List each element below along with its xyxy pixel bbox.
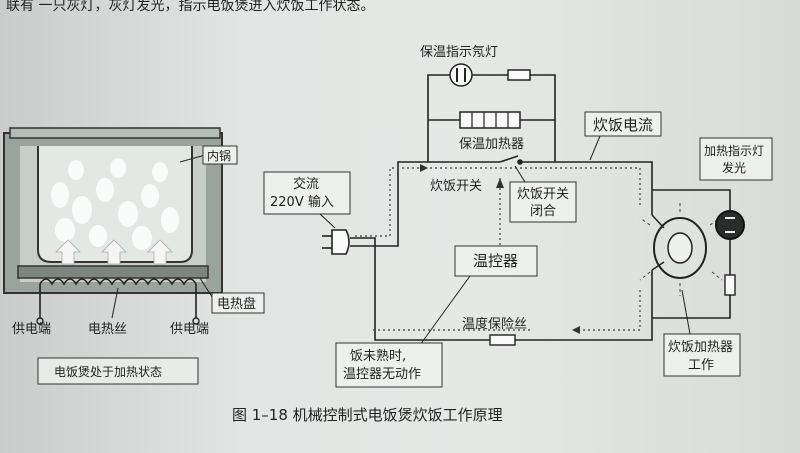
switch-closed-line2: 闭合 [530, 204, 556, 219]
cook-switch [499, 155, 523, 165]
cook-current-label: 炊饭电流 [593, 116, 653, 134]
current-flow-path [355, 167, 641, 331]
cooker-lid [9, 127, 221, 139]
indicator-lamp-icon [715, 210, 745, 240]
cook-switch-label: 炊饭开关 [430, 179, 482, 194]
cook-heater-line2: 工作 [688, 358, 714, 373]
heat-up-arrows [55, 239, 173, 265]
state-box-label: 电饭煲处于加热状态 [54, 364, 162, 379]
neon-resistor [507, 69, 531, 81]
neon-lamp-icon [449, 63, 473, 87]
flow-arrowheads [420, 164, 580, 334]
note-line2: 温控器无动作 [343, 367, 421, 382]
warm-heater-label: 保温加热器 [459, 137, 524, 152]
header-text: 联有 一只灰灯，灰灯发光，指示电饭煲进入炊饭工作状态。 [6, 0, 374, 14]
heating-wire-label: 电热丝 [88, 322, 127, 337]
ac-input-line1: 交流 [293, 176, 319, 192]
heating-plate [17, 265, 209, 279]
heat-lamp-line2: 发光 [722, 160, 746, 175]
warm-lamp-label: 保温指示氖灯 [420, 45, 498, 60]
ac-input-line2: 220V 输入 [270, 194, 334, 210]
heating-coil [39, 278, 197, 286]
thermostat-box [454, 245, 538, 277]
indicator-resistor [724, 274, 736, 296]
heat-lamp-line1: 加热指示灯 [704, 143, 764, 158]
figure-caption: 图 1–18 机械控制式电饭煲炊饭工作原理 [232, 406, 503, 424]
supply-right-label: 供电端 [170, 322, 209, 337]
inner-pot-label: 内锅 [207, 148, 231, 163]
thermal-fuse [489, 334, 516, 346]
cook-heater-line1: 炊饭加热器 [668, 340, 733, 355]
cook-heater-icon [639, 200, 723, 296]
thermostat-label: 温控器 [473, 252, 518, 270]
supply-left-label: 供电端 [12, 322, 51, 337]
warm-heater [459, 111, 521, 129]
state-box [37, 357, 199, 385]
switch-closed-line1: 炊饭开关 [517, 187, 569, 202]
rice-grains [51, 158, 179, 250]
fuse-label: 温度保险丝 [462, 316, 527, 332]
rice-cooker-diagram: 内锅 电热盘 供电端 电热丝 供电端 电饭煲处于加热状态 [3, 127, 265, 385]
note-line1: 饭未熟时, [350, 348, 406, 364]
heating-plate-label: 电热盘 [217, 296, 256, 312]
circuit-wiring [350, 74, 731, 341]
plug-icon [322, 229, 350, 255]
